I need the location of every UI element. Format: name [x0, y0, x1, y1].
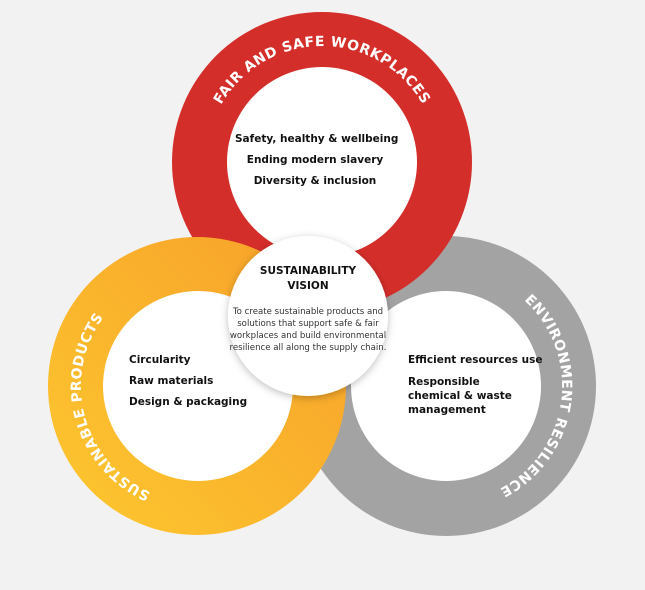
vision-title: SUSTAINABILITY VISION: [259, 265, 357, 292]
list-item: Design & packaging: [129, 396, 248, 408]
sustainable-products-list: Circularity Raw materials Design & packa…: [129, 354, 247, 417]
vision-body: To create sustainable products and solut…: [229, 307, 387, 353]
environment-inner: [351, 291, 541, 481]
list-item: Raw materials: [129, 375, 214, 387]
environment-list: Efficient resources use Responsible chem…: [408, 354, 543, 417]
list-item: Safety, healthy & wellbeing: [235, 133, 399, 145]
list-item: Diversity & inclusion: [253, 175, 377, 187]
vision-circle: [228, 236, 388, 396]
list-item: Efficient resources use: [408, 354, 543, 366]
list-item: Circularity: [129, 354, 191, 366]
list-item: Responsible chemical & waste management: [408, 376, 512, 416]
fair-safe-inner: [227, 67, 417, 257]
list-item: Ending modern slavery: [246, 154, 384, 166]
fair-safe-list: Safety, healthy & wellbeing Ending moder…: [235, 133, 399, 196]
